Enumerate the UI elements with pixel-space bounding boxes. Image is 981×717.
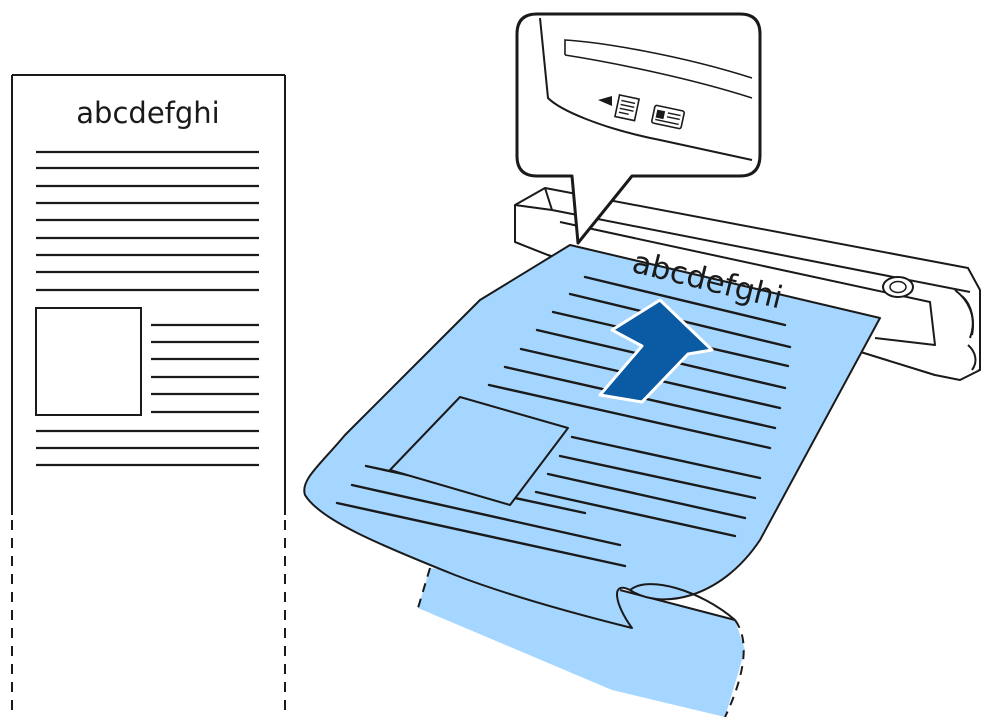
fed-paper-sheet: abcdefghi xyxy=(303,244,881,717)
callout-magnified-view xyxy=(515,12,762,245)
card-icon xyxy=(651,104,685,130)
feed-direction-arrow-icon xyxy=(598,298,714,404)
document-heading: abcdefghi xyxy=(76,96,219,130)
document-text-lines-bottom xyxy=(36,429,259,467)
document-text-lines-top xyxy=(36,150,259,292)
fed-sheet-image-placeholder xyxy=(389,396,569,506)
long-document-page: abcdefghi xyxy=(11,74,286,717)
triangle-arrow-icon xyxy=(598,96,612,106)
document-text-lines-side xyxy=(151,323,259,414)
document-image-placeholder xyxy=(35,307,142,416)
power-button-icon[interactable] xyxy=(882,276,914,298)
document-icon xyxy=(614,94,641,122)
paper-tail xyxy=(418,568,745,717)
